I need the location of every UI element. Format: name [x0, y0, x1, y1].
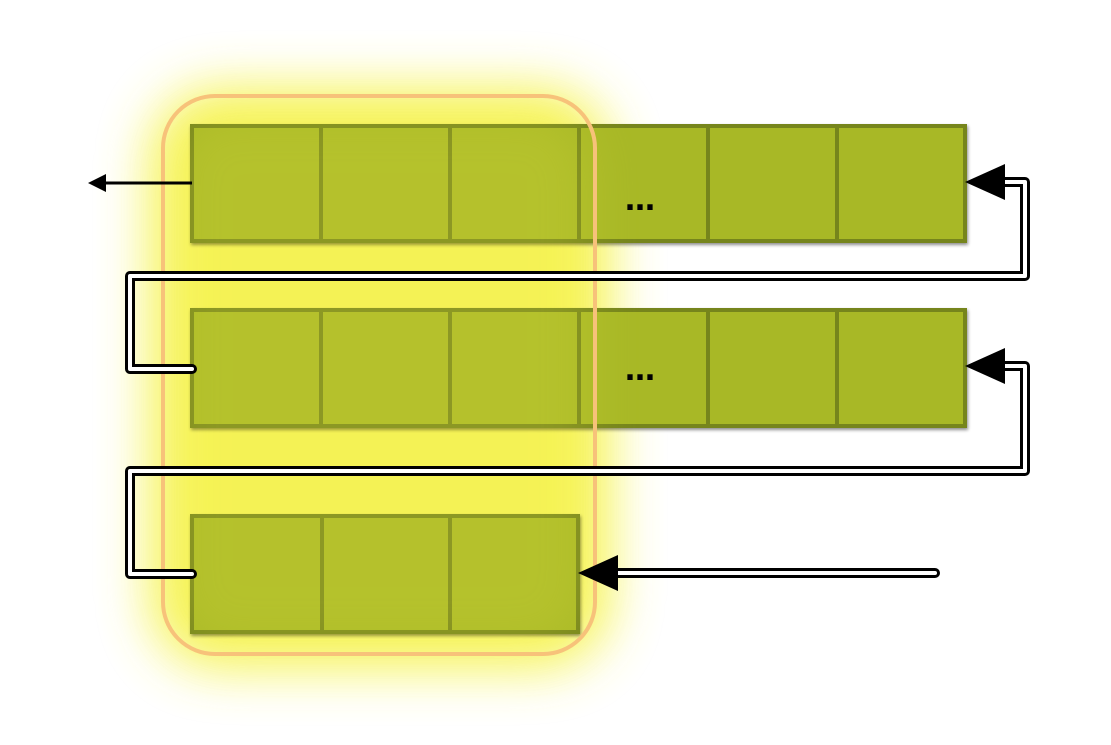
row-1-ellipsis: … [625, 183, 655, 218]
row-1-cell-6 [835, 124, 967, 243]
row-2-cell-5 [706, 308, 839, 428]
row-1-cell-5 [706, 124, 839, 243]
arrowhead-row3-in [578, 555, 618, 591]
highlight-border [161, 94, 597, 656]
row-2-cell-4 [577, 308, 710, 428]
row-2-ellipsis: … [625, 353, 655, 388]
highlight-inner-glow [170, 110, 590, 650]
connector-lines [125, 177, 1030, 579]
row-2-cell-6 [835, 308, 967, 428]
output-arrow [88, 174, 192, 192]
arrowhead-row1-in [965, 164, 1005, 200]
arrowhead-row2-in [965, 348, 1005, 384]
